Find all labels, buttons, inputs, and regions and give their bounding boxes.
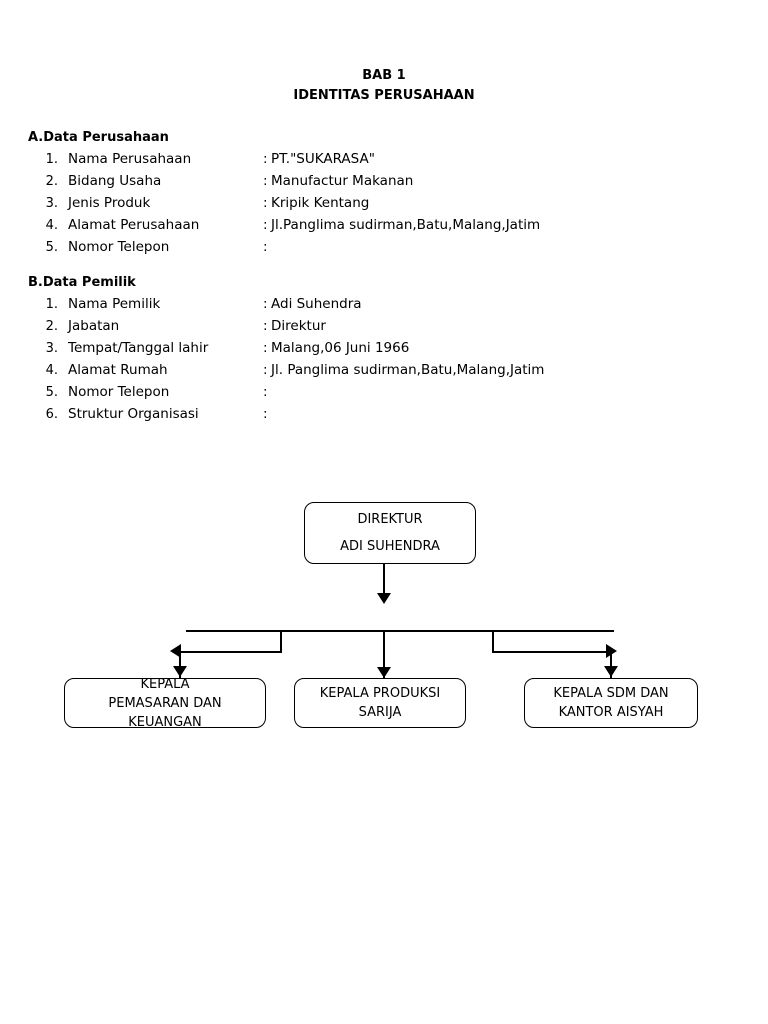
connector-director-stem [383, 564, 385, 594]
item-colon: : [263, 173, 268, 189]
list-item: 1. Nama Perusahaan : PT."SUKARASA" [28, 151, 540, 173]
item-value: Adi Suhendra [271, 296, 362, 312]
node-line-2: PEMASARAN DAN [108, 695, 222, 711]
item-colon: : [263, 362, 268, 378]
node-line-2: ADI SUHENDRA [340, 539, 440, 554]
item-label: Jabatan [68, 318, 120, 334]
item-number: 3. [45, 341, 58, 356]
org-chart: DIREKTUR ADI SUHENDRA KEPALA PEMASARAN D… [0, 490, 768, 750]
connector-left-run [180, 651, 282, 653]
item-number: 2. [45, 319, 58, 334]
connector-right-drop [492, 630, 494, 652]
heading-bab: BAB 1 [362, 68, 406, 83]
item-colon: : [263, 384, 268, 400]
connector-left-drop [280, 630, 282, 652]
item-value: PT."SUKARASA" [271, 151, 375, 167]
connector-produksi-stem [383, 630, 385, 678]
section-data-perusahaan: A.Data Perusahaan 1. Nama Perusahaan : P… [28, 130, 540, 261]
node-line-2: KANTOR AISYAH [558, 705, 664, 720]
node-line-1: KEPALA [140, 676, 190, 692]
org-node-sdm-kantor: KEPALA SDM DAN KANTOR AISYAH [524, 678, 698, 728]
item-number: 1. [45, 152, 58, 167]
item-value: Jl. Panglima sudirman,Batu,Malang,Jatim [271, 362, 545, 378]
node-line-3: KEUANGAN [128, 714, 202, 730]
arrowhead-down-pemasaran [173, 666, 187, 677]
item-colon: : [263, 195, 268, 211]
org-node-produksi: KEPALA PRODUKSI SARIJA [294, 678, 466, 728]
node-line-1: KEPALA SDM DAN [553, 686, 669, 701]
arrowhead-left-pemasaran [170, 644, 181, 658]
section-title: B.Data Pemilik [28, 275, 136, 290]
item-colon: : [263, 217, 268, 233]
node-line-1: KEPALA PRODUKSI [319, 686, 441, 701]
connector-right-run [492, 651, 610, 653]
item-number: 5. [45, 240, 58, 255]
item-label: Alamat Perusahaan [68, 217, 200, 233]
connector-sdm-stem [610, 651, 612, 678]
list-item: 4. Alamat Perusahaan : Jl.Panglima sudir… [28, 217, 541, 239]
item-colon: : [263, 318, 268, 334]
item-number: 2. [45, 174, 58, 189]
item-value: Kripik Kentang [271, 195, 370, 211]
item-value: Manufactur Makanan [271, 173, 414, 189]
item-label: Struktur Organisasi [68, 406, 199, 422]
item-label: Nama Pemilik [68, 296, 161, 312]
section-data-pemilik: B.Data Pemilik 1. Nama Pemilik : Adi Suh… [28, 275, 544, 428]
connector-pemasaran-stem [179, 651, 181, 678]
list-item: 2. Bidang Usaha : Manufactur Makanan [28, 173, 540, 195]
node-line-1: DIREKTUR [357, 512, 423, 527]
item-number: 4. [45, 218, 58, 233]
item-colon: : [263, 296, 268, 312]
arrowhead-down-sdm [604, 666, 618, 677]
list-item: 5. Nomor Telepon : [28, 239, 540, 261]
item-value: Direktur [271, 318, 326, 334]
connector-horizontal-bus [186, 630, 614, 632]
item-colon: : [263, 151, 268, 167]
item-label: Bidang Usaha [68, 173, 162, 189]
heading-identitas: IDENTITAS PERUSAHAAN [293, 88, 475, 103]
arrowhead-down-produksi [377, 667, 391, 678]
item-number: 4. [45, 363, 58, 378]
item-number: 1. [45, 297, 58, 312]
item-colon: : [263, 239, 268, 255]
section-title: A.Data Perusahaan [28, 130, 169, 145]
list-item: 1. Nama Pemilik : Adi Suhendra [28, 296, 544, 318]
org-node-pemasaran-keuangan: KEPALA PEMASARAN DAN KEUANGAN [64, 676, 266, 730]
node-line-2: SARIJA [358, 705, 402, 720]
arrowhead-down-director [377, 593, 391, 604]
list-item: 3. Tempat/Tanggal lahir : Malang,06 Juni… [28, 340, 544, 362]
item-value: Jl.Panglima sudirman,Batu,Malang,Jatim [271, 217, 541, 233]
item-label: Nomor Telepon [68, 384, 170, 400]
item-label: Alamat Rumah [68, 362, 168, 378]
item-value: Malang,06 Juni 1966 [271, 340, 410, 356]
item-colon: : [263, 406, 268, 422]
item-number: 6. [45, 407, 58, 422]
list-item: 5. Nomor Telepon : [28, 384, 544, 406]
item-label: Nomor Telepon [68, 239, 170, 255]
list-item: 6. Struktur Organisasi : [28, 406, 544, 428]
item-colon: : [263, 340, 268, 356]
item-number: 3. [45, 196, 58, 211]
list-item: 4. Alamat Rumah : Jl. Panglima sudirman,… [28, 362, 545, 384]
item-number: 5. [45, 385, 58, 400]
org-node-direktur: DIREKTUR ADI SUHENDRA [304, 502, 476, 564]
item-label: Nama Perusahaan [68, 151, 192, 167]
page-title: BAB 1 IDENTITAS PERUSAHAAN [0, 66, 768, 106]
item-label: Tempat/Tanggal lahir [68, 340, 209, 356]
item-label: Jenis Produk [68, 195, 151, 211]
list-item: 2. Jabatan : Direktur [28, 318, 544, 340]
list-item: 3. Jenis Produk : Kripik Kentang [28, 195, 540, 217]
